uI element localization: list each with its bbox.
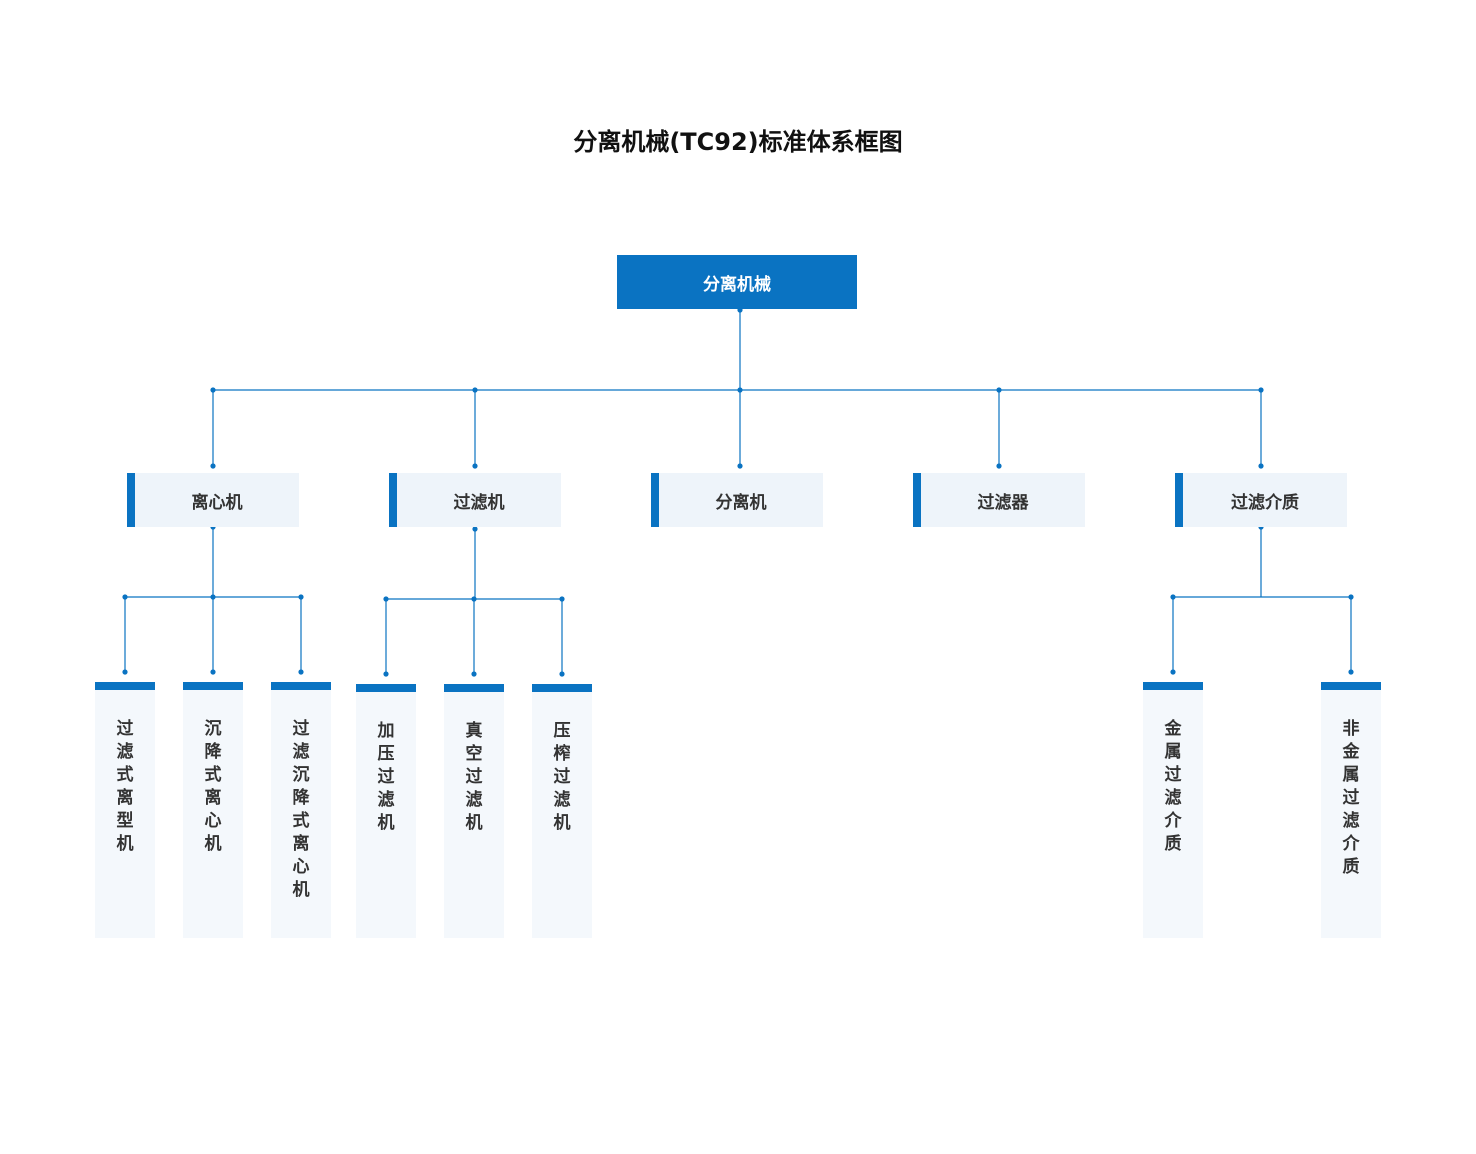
- connector-dot: [1348, 594, 1354, 600]
- connector-dot: [1258, 463, 1264, 469]
- leaf-node-label: 加压过滤机: [377, 721, 395, 833]
- leaf-node: 金属过滤介质: [1143, 682, 1203, 938]
- category-node-label: 分离机: [715, 492, 767, 513]
- leaf-node-label: 金属过滤介质: [1164, 719, 1182, 854]
- connector-dot: [1170, 669, 1176, 675]
- leaf-node: 加压过滤机: [356, 684, 416, 938]
- connector-dot: [298, 594, 304, 600]
- leaf-node-label: 过滤沉降式离心机: [292, 719, 310, 900]
- connector-dot: [210, 594, 216, 600]
- category-node-label: 离心机: [191, 492, 243, 513]
- leaf-node: 非金属过滤介质: [1321, 682, 1381, 938]
- leaf-node-label: 压榨过滤机: [553, 721, 571, 833]
- connector-dot: [737, 463, 743, 469]
- connector-dot: [210, 463, 216, 469]
- leaf-node-label: 沉降式离心机: [204, 719, 222, 854]
- leaf-node-label: 过滤式离型机: [116, 719, 134, 854]
- connector-dot: [471, 596, 477, 602]
- connector-dot: [471, 671, 477, 677]
- connector-dot: [996, 387, 1002, 393]
- leaf-node-label: 真空过滤机: [465, 721, 483, 833]
- category-node-label: 过滤器: [977, 492, 1029, 513]
- connector-dot: [122, 669, 128, 675]
- leaf-node: 真空过滤机: [444, 684, 504, 938]
- connector-dot: [383, 596, 389, 602]
- category-node-label: 过滤介质: [1231, 492, 1299, 513]
- category-node-filter-media: 过滤介质: [1175, 473, 1347, 527]
- page-title: 分离机械(TC92)标准体系框图: [573, 128, 903, 156]
- leaf-node: 过滤沉降式离心机: [271, 682, 331, 938]
- category-node-separator: 分离机: [651, 473, 823, 527]
- category-node-centrifuge: 离心机: [127, 473, 299, 527]
- connector-dot: [298, 669, 304, 675]
- connector-dot: [996, 463, 1002, 469]
- connector-dot: [472, 387, 478, 393]
- leaf-node: 沉降式离心机: [183, 682, 243, 938]
- connector-dot: [383, 671, 389, 677]
- connector-dot: [737, 387, 743, 393]
- connector-dot: [472, 463, 478, 469]
- connector-dot: [559, 671, 565, 677]
- category-node-label: 过滤机: [453, 492, 505, 513]
- connector-dot: [1170, 594, 1176, 600]
- connector-dot: [1348, 669, 1354, 675]
- leaf-node: 过滤式离型机: [95, 682, 155, 938]
- leaf-node: 压榨过滤机: [532, 684, 592, 938]
- leaf-node-label: 非金属过滤介质: [1342, 719, 1360, 877]
- connector-dot: [210, 669, 216, 675]
- root-node: 分离机械: [617, 255, 857, 309]
- root-node-label: 分离机械: [703, 274, 771, 295]
- connector-dot: [472, 526, 478, 532]
- connector-dot: [122, 594, 128, 600]
- category-node-filter: 过滤器: [913, 473, 1085, 527]
- connector-dot: [1258, 387, 1264, 393]
- category-node-filter-machine: 过滤机: [389, 473, 561, 527]
- connector-dot: [210, 387, 216, 393]
- connector-dot: [559, 596, 565, 602]
